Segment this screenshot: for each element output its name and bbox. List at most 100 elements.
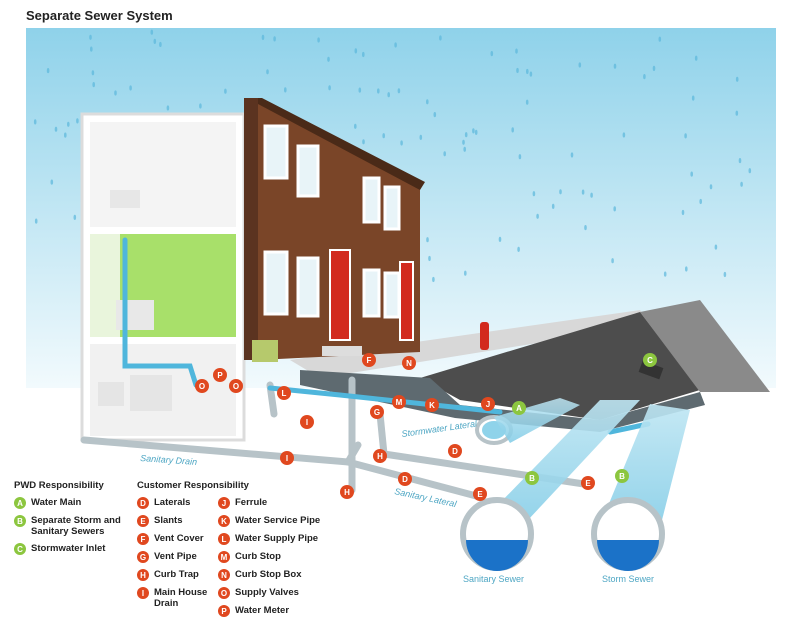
legend-label: Water Supply Pipe bbox=[235, 533, 319, 544]
legend-pwd-title: PWD Responsibility bbox=[14, 480, 104, 491]
rain-drop bbox=[317, 37, 320, 43]
storm-inlet-grate bbox=[638, 360, 664, 380]
rain-drop bbox=[463, 146, 467, 152]
rain-drop bbox=[517, 246, 520, 252]
badge-E-storm: E bbox=[581, 476, 595, 490]
legend-badge: P bbox=[218, 605, 230, 617]
rain-drop bbox=[532, 191, 536, 197]
rain-drop bbox=[382, 133, 386, 139]
rain-drop bbox=[498, 236, 502, 242]
rain-drop bbox=[652, 65, 656, 71]
rain-drop bbox=[723, 271, 727, 278]
rain-drop bbox=[64, 132, 67, 138]
rain-drop bbox=[387, 92, 391, 98]
legend-badge: M bbox=[218, 551, 230, 563]
svg-text:M: M bbox=[396, 398, 403, 407]
legend-item: H Curb Trap bbox=[137, 569, 217, 581]
rain-drop bbox=[526, 68, 529, 75]
rain-drop bbox=[426, 237, 429, 243]
rain-drop bbox=[643, 74, 646, 80]
rain-drop bbox=[472, 128, 475, 134]
storm-sewer-pipe bbox=[591, 497, 665, 571]
legend-badge: I bbox=[137, 587, 149, 599]
front-steps bbox=[322, 346, 362, 356]
badge-I-upper: I bbox=[300, 415, 314, 429]
svg-text:K: K bbox=[429, 401, 435, 410]
rain-drop bbox=[362, 51, 365, 58]
legend-label: Vent Cover bbox=[154, 533, 204, 544]
svg-text:I: I bbox=[286, 454, 288, 463]
legend-item: L Water Supply Pipe bbox=[218, 533, 328, 545]
sink-cabinet bbox=[116, 300, 154, 330]
rain-drop bbox=[611, 258, 614, 264]
rain-drop bbox=[50, 179, 54, 185]
road-edge bbox=[300, 370, 705, 432]
rain-drop bbox=[578, 62, 582, 68]
windows bbox=[263, 124, 401, 319]
rain-drop bbox=[685, 266, 688, 272]
rain-drop bbox=[46, 68, 50, 74]
sanitary-sewer-pipe bbox=[460, 497, 534, 571]
curb bbox=[640, 300, 770, 392]
front-wall-edge bbox=[244, 98, 258, 360]
badge-H-curb: H bbox=[373, 449, 387, 463]
rain-drop bbox=[76, 118, 79, 124]
svg-text:O: O bbox=[233, 382, 239, 391]
badge-P: P bbox=[213, 368, 227, 382]
badge-G: G bbox=[370, 405, 384, 419]
rain-drop bbox=[570, 152, 574, 158]
svg-text:E: E bbox=[477, 490, 483, 499]
rain-drop bbox=[590, 192, 593, 198]
legend-badge: K bbox=[218, 515, 230, 527]
rain-drop bbox=[327, 56, 330, 62]
rain-drop bbox=[159, 41, 162, 48]
rain-drop bbox=[273, 36, 276, 42]
rain-drop bbox=[354, 48, 358, 54]
legend-badge: G bbox=[137, 551, 149, 563]
rain-drop bbox=[34, 218, 38, 224]
rain-drop bbox=[90, 46, 93, 52]
rain-drop bbox=[433, 112, 437, 118]
legend-item: N Curb Stop Box bbox=[218, 569, 328, 581]
rain-drop bbox=[714, 244, 718, 250]
svg-text:A: A bbox=[516, 404, 522, 413]
water-main bbox=[475, 398, 580, 445]
legend-label: Curb Trap bbox=[154, 569, 199, 580]
svg-text:F: F bbox=[367, 356, 372, 365]
rain-drop bbox=[328, 85, 331, 91]
rain-drop bbox=[199, 103, 202, 109]
rain-drop bbox=[166, 105, 170, 111]
badge-N: N bbox=[402, 356, 416, 370]
legend-badge: H bbox=[137, 569, 149, 581]
rain-drop bbox=[92, 82, 95, 88]
rain-drop bbox=[691, 95, 695, 101]
legend-label: Curb Stop Box bbox=[235, 569, 302, 580]
rain-drop bbox=[284, 87, 287, 93]
rain-drop bbox=[536, 213, 539, 219]
badge-M: M bbox=[392, 395, 406, 409]
svg-text:E: E bbox=[585, 479, 591, 488]
legend-label: Ferrule bbox=[235, 497, 268, 508]
rain-drop bbox=[748, 168, 752, 174]
legend-label: Slants bbox=[154, 515, 183, 526]
svg-text:D: D bbox=[452, 447, 458, 456]
legend-label: Curb Stop bbox=[235, 551, 281, 562]
legend-label: Laterals bbox=[154, 497, 191, 508]
rain-drop bbox=[735, 110, 739, 116]
rain-drop bbox=[114, 90, 117, 96]
rain-drop bbox=[464, 132, 468, 138]
fire-hydrant bbox=[480, 322, 489, 350]
badge-L: L bbox=[277, 386, 291, 400]
rain-drop bbox=[54, 126, 58, 132]
rain-drop bbox=[377, 88, 380, 94]
rain-drop bbox=[266, 69, 269, 75]
legend-label: Water Main bbox=[31, 497, 82, 508]
rain-drop bbox=[511, 127, 514, 133]
legend-badge: L bbox=[218, 533, 230, 545]
legend-badge: C bbox=[14, 543, 26, 555]
legend-badge: N bbox=[218, 569, 230, 581]
